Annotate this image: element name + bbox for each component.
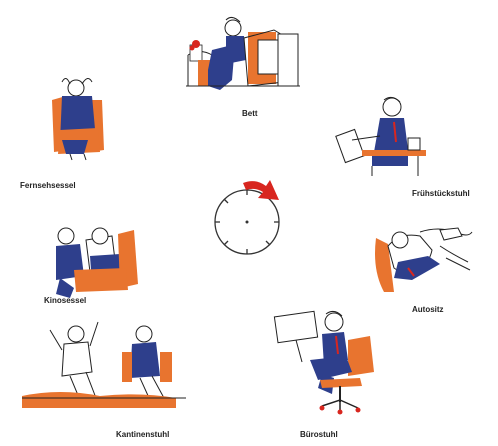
illustration-kantinenstuhl bbox=[22, 322, 186, 408]
clock-center bbox=[246, 221, 249, 224]
label-bett: Bett bbox=[242, 109, 258, 118]
label-autositz: Autositz bbox=[412, 305, 444, 314]
label-fernsehsessel: Fernsehsessel bbox=[20, 181, 76, 190]
label-kantinenstuhl: Kantinenstuhl bbox=[116, 430, 169, 439]
illustration-bett bbox=[186, 17, 300, 90]
clock bbox=[215, 180, 279, 254]
illustration-kinosessel bbox=[56, 228, 138, 298]
label-kinosessel: Kinosessel bbox=[44, 296, 86, 305]
illustration-fernsehsessel bbox=[52, 78, 104, 160]
illustration-autositz bbox=[375, 228, 472, 292]
illustration-fruehstueckstuhl bbox=[336, 97, 426, 176]
label-buerostuhl: Bürostuhl bbox=[300, 430, 338, 439]
label-fruehstueckstuhl: Frühstückstuhl bbox=[412, 189, 470, 198]
illustration-buerostuhl bbox=[274, 311, 374, 414]
